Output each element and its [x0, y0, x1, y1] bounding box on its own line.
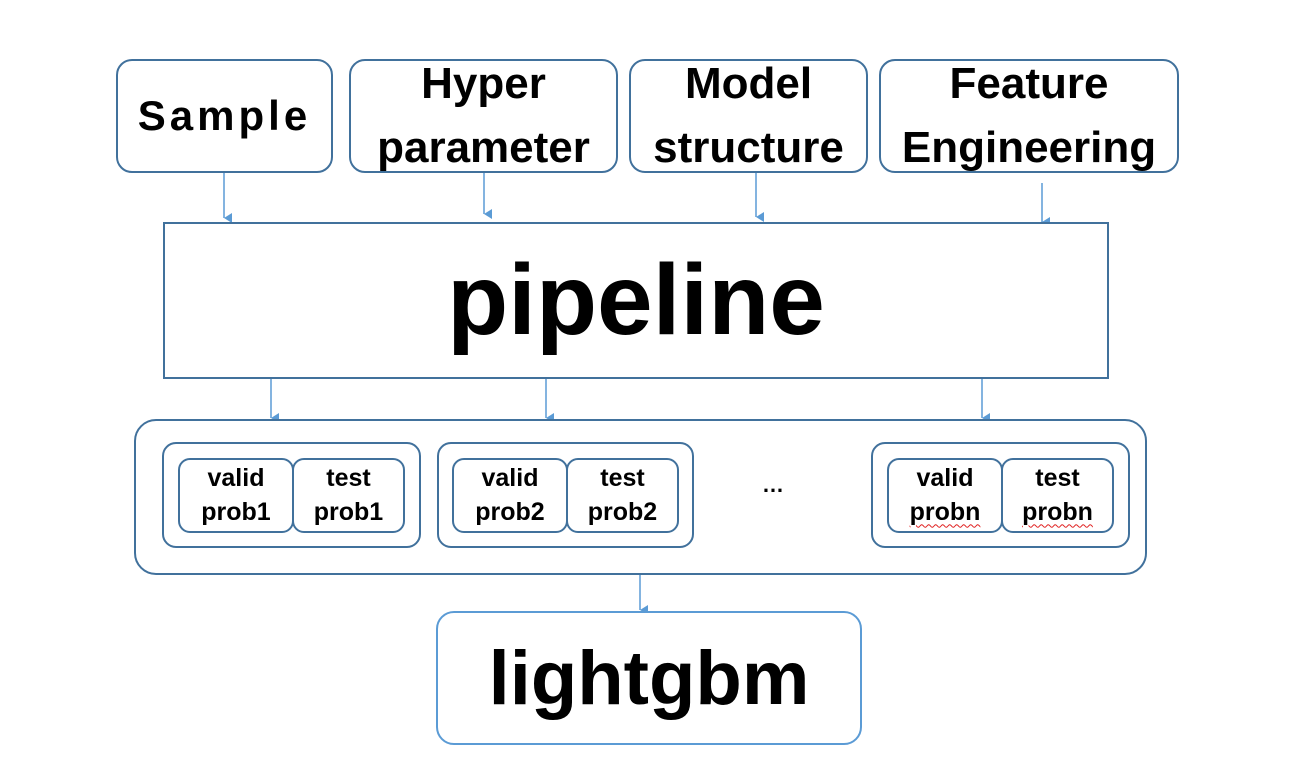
valid-probn-label: valid probn — [909, 463, 981, 526]
feature-engineering-label: Feature Engineering — [901, 59, 1157, 172]
feature-engineering-box: Feature Engineering — [879, 59, 1179, 173]
ellipsis: … — [762, 472, 784, 497]
test-probn-cell: test probn — [1001, 458, 1114, 533]
valid-prob2-label: valid prob2 — [475, 463, 545, 526]
test-prob1-label: test prob1 — [313, 463, 384, 526]
hyper-parameter-label: Hyper parameter — [377, 59, 590, 172]
test-prob2-label: test prob2 — [587, 463, 658, 526]
pipeline-box: pipeline — [163, 222, 1109, 379]
hyper-parameter-box: Hyper parameter — [349, 59, 618, 173]
lightgbm-box: lightgbm — [436, 611, 862, 745]
lightgbm-label: lightgbm — [488, 635, 810, 721]
model-structure-label: Model structure — [653, 59, 844, 172]
valid-prob1-label: valid prob1 — [201, 463, 271, 526]
sample-box: Sample — [116, 59, 333, 173]
model-structure-box: Model structure — [629, 59, 868, 173]
valid-prob2-cell: valid prob2 — [452, 458, 568, 533]
valid-prob1-cell: valid prob1 — [178, 458, 294, 533]
valid-probn-cell: valid probn — [887, 458, 1003, 533]
sample-label: Sample — [137, 91, 312, 139]
test-prob1-cell: test prob1 — [292, 458, 405, 533]
pipeline-label: pipeline — [447, 244, 825, 356]
test-prob2-cell: test prob2 — [566, 458, 679, 533]
test-probn-label: test probn — [1022, 463, 1093, 526]
